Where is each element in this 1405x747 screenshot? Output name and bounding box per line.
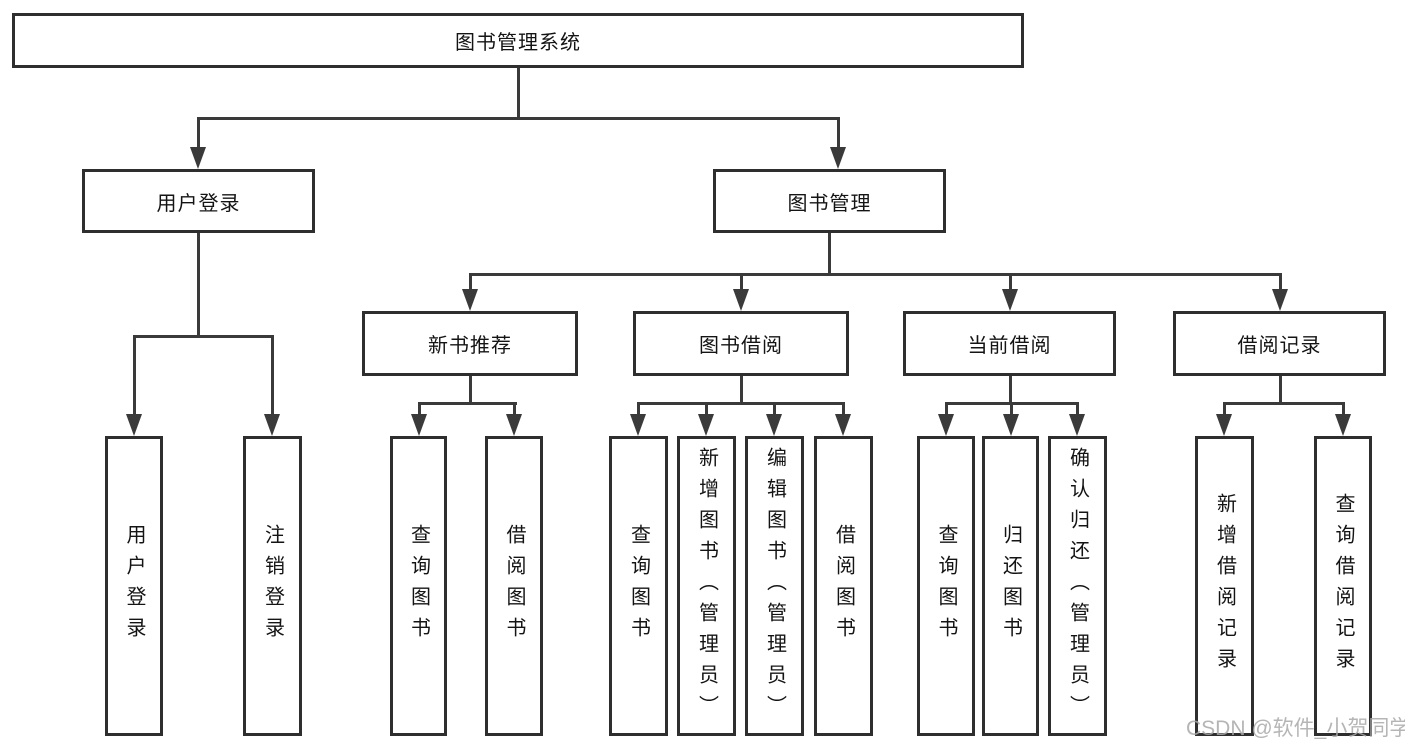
leaf-add-books-admin-label: 新增图书（管理员） (695, 446, 718, 726)
connector-arrow-line (468, 272, 472, 291)
node-user-login-label: 用户登录 (156, 192, 241, 215)
csdn-watermark: CSDN @软件_小贺同学 (1186, 717, 1405, 740)
arrow-head (411, 414, 427, 436)
node-book-management-label: 图书管理 (787, 192, 872, 215)
connector-stem (516, 67, 520, 118)
leaf-return-books-label: 归还图书 (999, 524, 1022, 648)
arrow-head (462, 289, 478, 311)
leaf-edit-books-admin-label: 编辑图书（管理员） (763, 446, 786, 726)
connector-arrow-line (1278, 272, 1282, 291)
node-book-management: 图书管理 (713, 169, 946, 233)
connector-stem (739, 376, 743, 404)
connector-stem (1278, 376, 1282, 404)
leaf-query-borrow-record-label: 查询借阅记录 (1332, 493, 1354, 679)
leaf-borrow-books: 借阅图书 (814, 436, 873, 736)
connector-arrow-line (739, 272, 743, 291)
leaf-add-books-admin: 新增图书（管理员） (677, 436, 736, 736)
arrow-head (190, 147, 206, 169)
leaf-user-login-label: 用户登录 (123, 524, 145, 648)
leaf-borrow-books-recommend-label: 借阅图书 (503, 524, 525, 648)
connector-arrow-line (1075, 401, 1079, 417)
connector-arrow-line (1341, 401, 1345, 417)
connector-stem (1008, 376, 1012, 404)
node-book-borrow-label: 图书借阅 (699, 335, 783, 357)
leaf-add-borrow-record: 新增借阅记录 (1195, 436, 1254, 736)
arrow-head (1069, 414, 1085, 436)
node-current-borrow: 当前借阅 (903, 311, 1116, 376)
leaf-query-books-borrow-label: 查询图书 (627, 524, 650, 648)
connector-stem (827, 233, 831, 274)
connector-arrow-line (1222, 401, 1226, 417)
leaf-query-borrow-record: 查询借阅记录 (1314, 436, 1372, 736)
connector-arrow-line (704, 401, 708, 417)
arrow-head (1002, 289, 1018, 311)
connector-arrow-line (841, 401, 845, 417)
arrow-head (698, 414, 714, 436)
node-borrow-records: 借阅记录 (1173, 311, 1386, 376)
node-new-book-recommend-label: 新书推荐 (428, 335, 512, 357)
connector-stem (196, 233, 200, 336)
arrow-head (938, 414, 954, 436)
connector-arrow-line (1009, 401, 1013, 417)
connector-bus (196, 116, 840, 120)
arrow-head (1003, 414, 1019, 436)
leaf-add-borrow-record-label: 新增借阅记录 (1213, 493, 1236, 679)
connector-bus (636, 401, 845, 405)
leaf-query-books-borrow: 查询图书 (609, 436, 668, 736)
arrow-head (264, 414, 280, 436)
connector-bus (132, 334, 274, 338)
leaf-query-books-current: 查询图书 (917, 436, 975, 736)
connector-arrow-line (132, 334, 136, 416)
connector-bus (468, 272, 1282, 276)
connector-arrow-line (1008, 272, 1012, 291)
arrow-head (733, 289, 749, 311)
leaf-query-books-current-label: 查询图书 (935, 524, 957, 648)
node-root: 图书管理系统 (12, 13, 1024, 68)
arrow-head (830, 147, 846, 169)
leaf-return-books: 归还图书 (982, 436, 1039, 736)
leaf-confirm-return-admin: 确认归还（管理员） (1048, 436, 1107, 736)
leaf-query-books-recommend-label: 查询图书 (407, 524, 430, 648)
arrow-head (630, 414, 646, 436)
connector-arrow-line (512, 401, 516, 417)
node-borrow-records-label: 借阅记录 (1237, 335, 1322, 357)
arrow-head (766, 414, 782, 436)
connector-arrow-line (944, 401, 948, 417)
leaf-borrow-books-label: 借阅图书 (832, 524, 855, 648)
connector-arrow-line (196, 116, 200, 149)
node-root-label: 图书管理系统 (455, 32, 581, 54)
node-new-book-recommend: 新书推荐 (362, 311, 578, 376)
node-current-borrow-label: 当前借阅 (967, 335, 1052, 357)
connector-stem (468, 376, 472, 404)
leaf-confirm-return-admin-label: 确认归还（管理员） (1066, 446, 1089, 726)
leaf-logout: 注销登录 (243, 436, 302, 736)
leaf-edit-books-admin: 编辑图书（管理员） (745, 436, 804, 736)
arrow-head (126, 414, 142, 436)
arrow-head (1216, 414, 1232, 436)
arrow-head (506, 414, 522, 436)
connector-arrow-line (270, 334, 274, 416)
arrow-head (1335, 414, 1351, 436)
leaf-query-books-recommend: 查询图书 (390, 436, 447, 736)
connector-bus (1222, 401, 1345, 405)
connector-arrow-line (417, 401, 421, 417)
connector-bus (417, 401, 517, 405)
node-book-borrow: 图书借阅 (633, 311, 849, 376)
leaf-user-login: 用户登录 (105, 436, 163, 736)
connector-arrow-line (836, 116, 840, 149)
leaf-borrow-books-recommend: 借阅图书 (485, 436, 543, 736)
leaf-logout-label: 注销登录 (261, 524, 284, 648)
connector-arrow-line (772, 401, 776, 417)
arrow-head (835, 414, 851, 436)
connector-arrow-line (636, 401, 640, 417)
arrow-head (1272, 289, 1288, 311)
node-user-login: 用户登录 (82, 169, 315, 233)
